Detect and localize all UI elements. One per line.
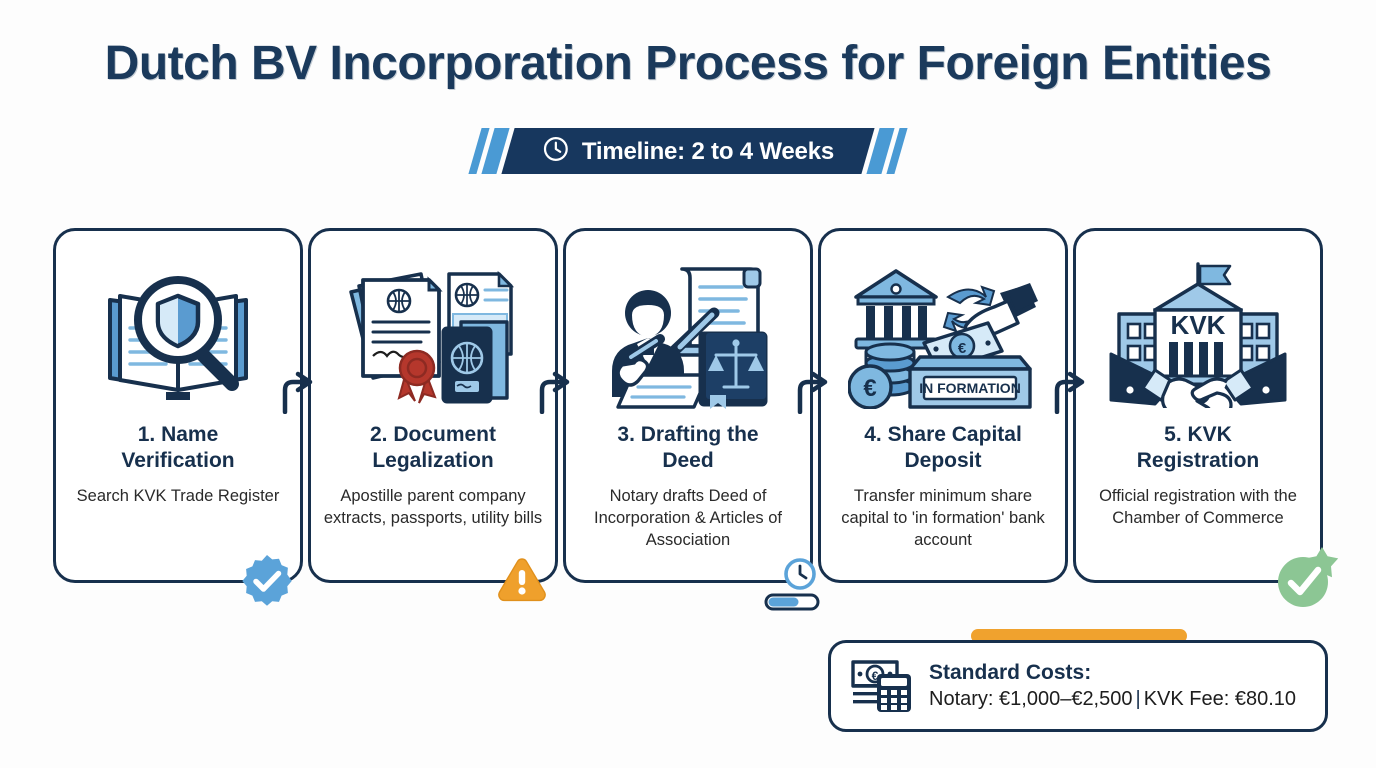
notary-signing-law-book-icon bbox=[598, 245, 778, 420]
svg-text:€: € bbox=[958, 340, 967, 357]
arrow-step2-to-step3 bbox=[537, 368, 571, 415]
box-label: IN FORMATION bbox=[919, 380, 1021, 396]
step-card-5[interactable]: KVK bbox=[1073, 228, 1323, 583]
costs-details: Notary: €1,000–€2,500|KVK Fee: €80.10 bbox=[929, 686, 1296, 712]
verified-check-badge bbox=[239, 553, 295, 614]
step-description-5: Official registration with the Chamber o… bbox=[1099, 486, 1297, 527]
costs-separator: | bbox=[1135, 687, 1141, 710]
timeline-banner: Timeline: 2 to 4 Weeks bbox=[0, 128, 1376, 174]
step-description-1: Search KVK Trade Register bbox=[76, 486, 280, 505]
costs-kvk-fee: KVK Fee: €80.10 bbox=[1143, 687, 1297, 710]
costs-title: Standard Costs: bbox=[929, 661, 1092, 685]
arrow-step3-to-step4 bbox=[795, 368, 829, 415]
page-title: Dutch BV Incorporation Process for Forei… bbox=[104, 37, 1272, 90]
step-description-2: Apostille parent company extracts, passp… bbox=[323, 486, 543, 527]
kvk-building-handshake-icon: KVK bbox=[1103, 245, 1293, 420]
step-card-4[interactable]: € € IN FORMATION bbox=[818, 228, 1068, 583]
bank-deposit-euro-icon: € € IN FORMATION bbox=[848, 245, 1038, 420]
svg-text:€: € bbox=[872, 669, 879, 683]
success-check-star-badge bbox=[1270, 541, 1342, 616]
svg-text:€: € bbox=[863, 375, 876, 402]
clock-icon bbox=[542, 135, 570, 168]
building-label: KVK bbox=[1171, 310, 1226, 340]
costs-accent-tab bbox=[971, 629, 1187, 643]
step-description-4: Transfer minimum share capital to 'in fo… bbox=[841, 486, 1045, 550]
step-description-3: Notary drafts Deed of Incorporation & Ar… bbox=[593, 486, 782, 550]
book-magnifier-shield-icon bbox=[98, 245, 258, 420]
banner-bar: Timeline: 2 to 4 Weeks bbox=[501, 128, 875, 174]
costs-notary: Notary: €1,000–€2,500 bbox=[929, 687, 1133, 710]
money-calculator-icon: € bbox=[851, 654, 915, 719]
documents-seal-passport-icon bbox=[343, 245, 523, 420]
standard-costs-box[interactable]: € Standard Costs: Notary: €1,000–€2,500|… bbox=[828, 640, 1328, 732]
arrow-step4-to-step5 bbox=[1052, 368, 1086, 415]
warning-triangle-badge bbox=[497, 556, 547, 607]
clock-progress-badge bbox=[762, 557, 824, 622]
arrow-step1-to-step2 bbox=[280, 368, 314, 415]
timeline-label: Timeline: 2 to 4 Weeks bbox=[581, 137, 835, 164]
